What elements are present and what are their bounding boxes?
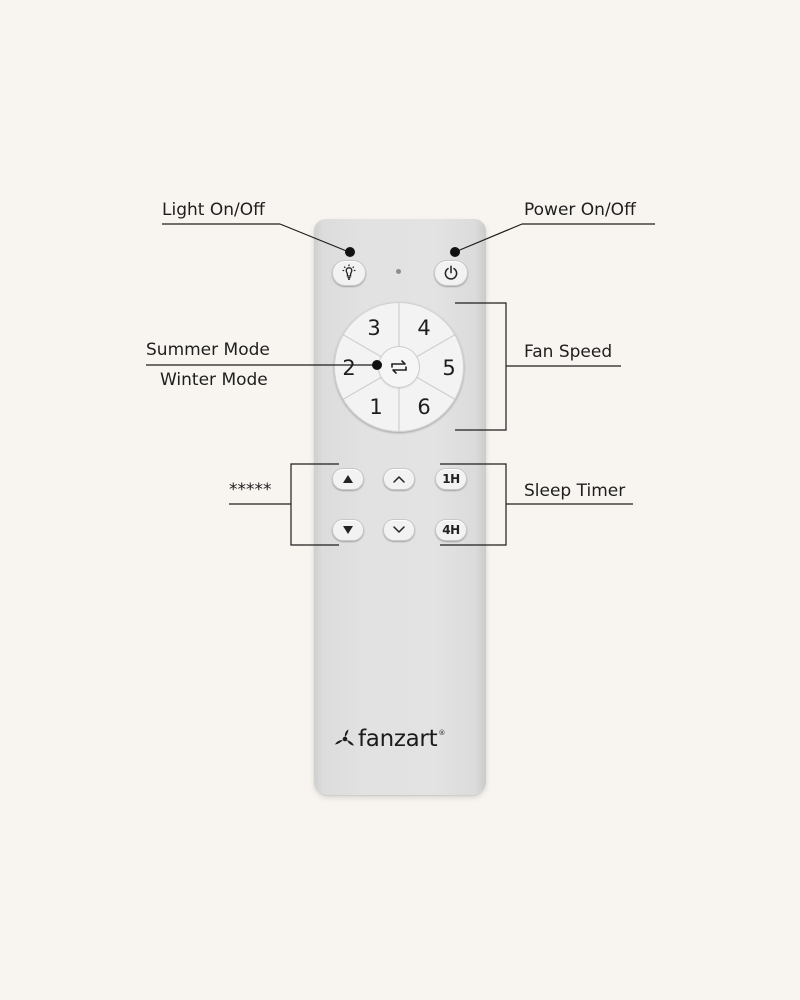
stars-label: ***** (229, 480, 272, 500)
speed-3-button[interactable]: 3 (367, 316, 381, 340)
triangle-down-icon (343, 526, 353, 534)
timer-1h-button[interactable]: 1H (435, 468, 467, 490)
reverse-arrows-icon (391, 360, 407, 374)
light-bulb-icon (342, 264, 356, 280)
power-button[interactable] (434, 260, 468, 286)
fan-speed-label: Fan Speed (524, 342, 613, 362)
power-label: Power On/Off (524, 200, 636, 220)
up-button[interactable] (332, 468, 364, 490)
indicator-led (396, 269, 401, 274)
timer-4h-label: 4H (442, 523, 460, 537)
timer-1h-label: 1H (442, 472, 460, 486)
sleep-timer-label: Sleep Timer (524, 481, 626, 501)
speed-5-button[interactable]: 5 (442, 356, 456, 380)
fan-speed-dial[interactable]: 3 4 2 5 1 6 (334, 302, 464, 432)
chevron-up-icon (393, 476, 405, 483)
chevron-down-button[interactable] (383, 519, 415, 541)
dial-segment-dividers (342, 302, 456, 432)
winter-mode-label: Winter Mode (160, 370, 268, 390)
speed-1-button[interactable]: 1 (369, 395, 383, 419)
power-icon (444, 265, 458, 280)
speed-4-button[interactable]: 4 (417, 316, 431, 340)
registered-mark: ® (438, 729, 446, 737)
fan-logo-icon (335, 729, 354, 746)
light-button[interactable] (332, 260, 366, 286)
mode-toggle-button[interactable] (379, 347, 419, 387)
light-label: Light On/Off (162, 200, 265, 220)
speed-6-button[interactable]: 6 (417, 395, 431, 419)
chevron-down-icon (393, 526, 405, 533)
down-button[interactable] (332, 519, 364, 541)
triangle-up-icon (343, 475, 353, 483)
speed-2-button[interactable]: 2 (342, 356, 356, 380)
brand-name: fanzart (358, 726, 438, 752)
chevron-up-button[interactable] (383, 468, 415, 490)
remote-control: 3 4 2 5 1 6 (314, 219, 486, 795)
brand-logo: fanzart ® (332, 724, 472, 754)
summer-mode-label: Summer Mode (146, 340, 270, 360)
timer-4h-button[interactable]: 4H (435, 519, 467, 541)
